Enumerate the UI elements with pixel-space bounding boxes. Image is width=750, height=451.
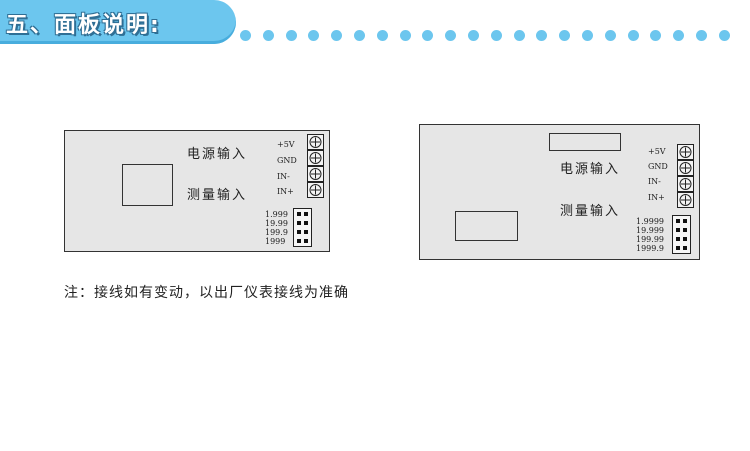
divider-dot xyxy=(673,30,685,41)
range-label: 1.999 xyxy=(265,210,288,219)
divider-dot xyxy=(559,30,571,41)
terminal-label: IN+ xyxy=(277,187,294,196)
panel-diagram-right: 电源输入 测量输入 +5V GND IN- IN+ 1.9999 19.999 … xyxy=(419,124,700,260)
power-input-label: 电源输入 xyxy=(560,162,621,177)
divider-dot xyxy=(262,30,274,41)
divider-dot xyxy=(331,30,343,41)
terminal-screw-icon xyxy=(307,134,324,150)
measure-input-label: 测量输入 xyxy=(187,188,248,203)
divider-dot xyxy=(240,30,251,41)
divider-dot xyxy=(627,30,639,41)
terminal-label: IN- xyxy=(648,177,661,186)
terminal-screw-icon xyxy=(677,160,694,176)
divider-dot xyxy=(536,30,548,41)
terminal-label: +5V xyxy=(648,147,666,156)
divider-dot xyxy=(285,30,297,41)
range-label: 19.999 xyxy=(636,226,664,235)
dotted-divider xyxy=(240,30,750,42)
divider-dot xyxy=(399,30,411,41)
divider-dot xyxy=(696,30,707,41)
range-label: 199.9 xyxy=(265,228,288,237)
divider-dot xyxy=(582,30,593,41)
range-label: 1.9999 xyxy=(636,217,664,226)
display-window xyxy=(455,211,518,241)
terminal-screw-icon xyxy=(307,166,324,182)
measure-input-label: 测量输入 xyxy=(560,204,621,219)
terminal-label: GND xyxy=(648,162,668,171)
range-label: 199.99 xyxy=(636,235,664,244)
range-jumper-block xyxy=(293,208,312,247)
section-title: 五、面板说明: xyxy=(6,13,161,38)
section-header-tab: 五、面板说明: xyxy=(0,0,236,44)
divider-dot xyxy=(650,30,662,41)
terminal-label: GND xyxy=(277,156,297,165)
divider-dot xyxy=(308,30,320,41)
divider-dot xyxy=(718,30,730,41)
terminal-label: +5V xyxy=(277,140,295,149)
terminal-screw-icon xyxy=(677,144,694,160)
range-label: 1999 xyxy=(265,237,286,246)
divider-dot xyxy=(376,30,388,41)
range-label: 19.99 xyxy=(265,219,288,228)
divider-dot xyxy=(604,30,616,41)
divider-dot xyxy=(513,30,525,41)
divider-dot xyxy=(490,30,502,41)
divider-dot xyxy=(354,30,365,41)
display-window xyxy=(122,164,173,206)
terminal-screw-icon xyxy=(307,150,324,166)
terminal-screw-icon xyxy=(677,176,694,192)
divider-dot xyxy=(445,30,457,41)
terminal-screw-icon xyxy=(307,182,324,198)
range-jumper-block xyxy=(672,215,691,254)
terminal-label: IN- xyxy=(277,172,290,181)
panel-diagram-left: 电源输入 测量输入 +5V GND IN- IN+ 1.999 19.99 19… xyxy=(64,130,330,252)
range-label: 1999.9 xyxy=(636,244,664,253)
wiring-note: 注：接线如有变动，以出厂仪表接线为准确 xyxy=(64,285,349,301)
divider-dot xyxy=(422,30,434,41)
terminal-screw-icon xyxy=(677,192,694,208)
power-input-label: 电源输入 xyxy=(187,147,248,162)
divider-dot xyxy=(468,30,479,41)
terminal-label: IN+ xyxy=(648,193,665,202)
indicator-window xyxy=(549,133,621,151)
